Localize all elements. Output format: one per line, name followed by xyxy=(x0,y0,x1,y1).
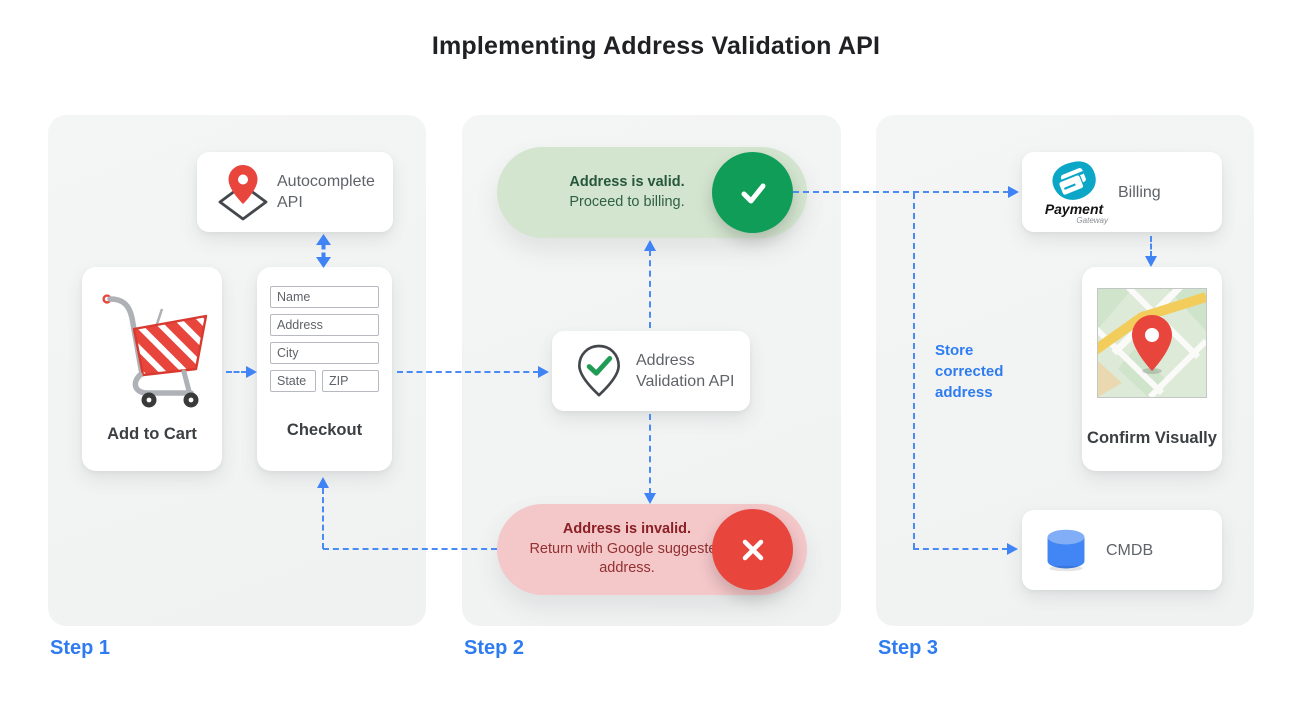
add-to-cart-card: Add to Cart xyxy=(82,267,222,471)
state-field: State xyxy=(270,370,316,392)
address-validation-api-label: Address Validation API xyxy=(636,352,735,390)
zip-field: ZIP xyxy=(322,370,379,392)
cmdb-label: CMDB xyxy=(1106,542,1154,559)
step3-label: Step 3 xyxy=(878,637,939,659)
step1-panel: Autocomplete API Add to Ca xyxy=(48,115,426,626)
arrowhead-validation-to-invalid xyxy=(644,493,656,504)
confirm-visually-label: Confirm Visually xyxy=(1087,429,1217,447)
arrow-cart-to-checkout xyxy=(226,371,247,373)
step2-label: Step 2 xyxy=(464,637,525,659)
map-pin-diamond-icon xyxy=(218,165,268,221)
arrowhead-cart-to-checkout xyxy=(246,366,257,378)
gateway-logo-text: Gateway xyxy=(1076,216,1108,225)
address-field: Address xyxy=(270,314,379,336)
map-thumbnail-icon xyxy=(1097,288,1207,398)
checkout-label: Checkout xyxy=(286,421,363,439)
pin-check-icon xyxy=(578,344,620,397)
invalid-subtitle: Return with Google suggested address. xyxy=(529,540,725,577)
shopping-cart-icon xyxy=(102,294,208,408)
check-icon xyxy=(712,152,793,233)
autocomplete-api-label: Autocomplete API xyxy=(277,173,375,211)
checkout-card: Name Address City State ZIP Checkout xyxy=(257,267,392,471)
arrowhead-checkout-to-validation xyxy=(538,366,549,378)
add-to-cart-label: Add to Cart xyxy=(107,425,197,443)
store-corrected-address-note: Store corrected address xyxy=(935,342,1004,401)
database-icon xyxy=(1047,529,1085,572)
step3-panel: Payment Gateway Billing Confirm Vis xyxy=(876,115,1254,626)
cmdb-card: CMDB xyxy=(1022,510,1222,590)
arrow-store-to-cmdb xyxy=(913,548,1008,550)
step2-panel: Address is valid. Proceed to billing. Ad… xyxy=(462,115,841,626)
arrowhead-store-to-cmdb xyxy=(1007,543,1018,555)
arrow-checkout-autocomplete-bidirectional xyxy=(316,234,331,268)
arrowhead-invalid-to-checkout xyxy=(317,477,329,488)
page-title: Implementing Address Validation API xyxy=(431,32,881,60)
name-field: Name xyxy=(270,286,379,308)
payment-logo-text: Payment xyxy=(1044,201,1104,217)
arrowhead-billing-to-confirm xyxy=(1145,256,1157,267)
arrowhead-valid-to-billing xyxy=(1008,186,1019,198)
invalid-title: Address is invalid. xyxy=(562,521,692,538)
arrow-validation-to-invalid xyxy=(649,414,651,494)
arrow-valid-to-billing xyxy=(793,191,1009,193)
city-field: City xyxy=(270,342,379,364)
payment-gateway-icon xyxy=(1052,161,1096,200)
x-icon xyxy=(712,509,793,590)
arrowhead-validation-to-valid xyxy=(644,240,656,251)
billing-card: Payment Gateway Billing xyxy=(1022,152,1222,232)
address-invalid-pill: Address is invalid. Return with Google s… xyxy=(497,504,807,595)
autocomplete-api-card: Autocomplete API xyxy=(197,152,393,232)
address-valid-pill: Address is valid. Proceed to billing. xyxy=(497,147,807,238)
billing-label: Billing xyxy=(1118,184,1161,201)
arrow-invalid-return-horizontal xyxy=(323,548,497,550)
step1-label: Step 1 xyxy=(50,637,111,659)
arrow-billing-to-confirm xyxy=(1150,236,1152,257)
arrow-checkout-to-validation xyxy=(397,371,539,373)
confirm-visually-card: Confirm Visually xyxy=(1082,267,1222,471)
arrow-store-branch-vertical xyxy=(913,193,915,549)
valid-subtitle: Proceed to billing. xyxy=(569,193,685,210)
arrow-validation-to-valid xyxy=(649,250,651,328)
address-validation-api-card: Address Validation API xyxy=(552,331,750,411)
valid-title: Address is valid. xyxy=(569,174,685,190)
arrow-invalid-return-vertical xyxy=(322,488,324,549)
